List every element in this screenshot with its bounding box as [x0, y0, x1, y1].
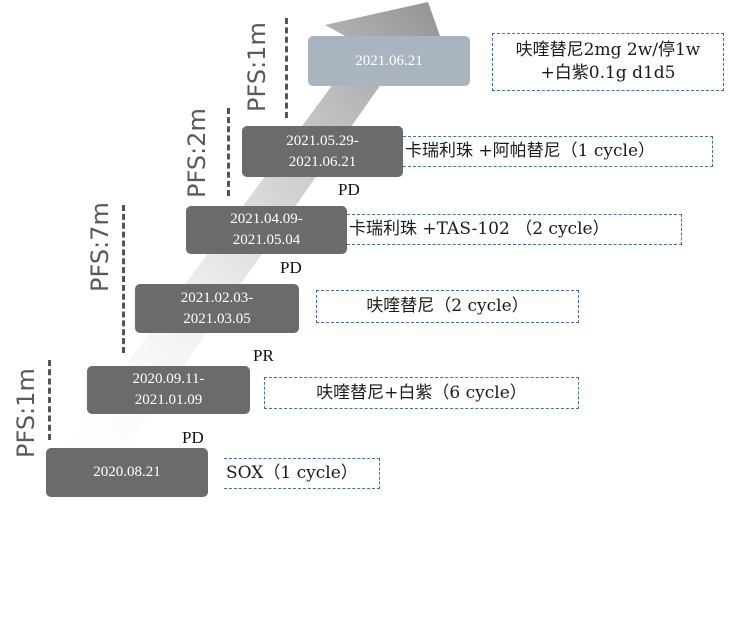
date-box-6: 2020.08.21 — [46, 448, 208, 497]
pfs-line-1 — [285, 18, 288, 118]
date-text-5: 2020.09.11- 2021.01.09 — [132, 371, 205, 408]
response-label-2: PD — [338, 180, 360, 199]
date-box-5: 2020.09.11- 2021.01.09 — [87, 366, 250, 414]
pfs-label-2: PFS:2m — [183, 108, 211, 198]
treatment-box-1: 呋喹替尼2mg 2w/停1w +白紫0.1g d1d5 — [492, 33, 724, 91]
pfs-label-1: PFS:1m — [243, 22, 271, 112]
response-label-3: PD — [280, 258, 302, 277]
date-box-1: 2021.06.21 — [308, 36, 470, 86]
response-label-6: PD — [182, 428, 204, 447]
pfs-line-3 — [122, 205, 125, 353]
treatment-box-3: 卡瑞利珠 +TAS-102 （2 cycle） — [347, 214, 682, 245]
pfs-label-4: PFS:1m — [12, 368, 40, 458]
response-label-5: PR — [253, 346, 274, 365]
treatment-box-5: 呋喹替尼+白紫（6 cycle） — [264, 377, 579, 409]
pfs-label-3: PFS:7m — [86, 202, 114, 292]
pfs-line-2 — [227, 108, 230, 196]
treatment-box-6: SOX（1 cycle） — [224, 458, 380, 489]
treatment-box-4: 呋喹替尼（2 cycle） — [316, 290, 579, 323]
date-text-4: 2021.02.03- 2021.03.05 — [180, 289, 254, 327]
date-text-2: 2021.05.29- 2021.06.21 — [286, 132, 359, 170]
pfs-line-4 — [48, 360, 51, 440]
treatment-box-2: 卡瑞利珠 +阿帕替尼（1 cycle） — [403, 136, 713, 167]
date-box-3: 2021.04.09- 2021.05.04 — [186, 206, 347, 254]
date-box-2: 2021.05.29- 2021.06.21 — [242, 126, 403, 177]
date-box-4: 2021.02.03- 2021.03.05 — [135, 284, 299, 333]
date-text-3: 2021.04.09- 2021.05.04 — [230, 211, 303, 248]
